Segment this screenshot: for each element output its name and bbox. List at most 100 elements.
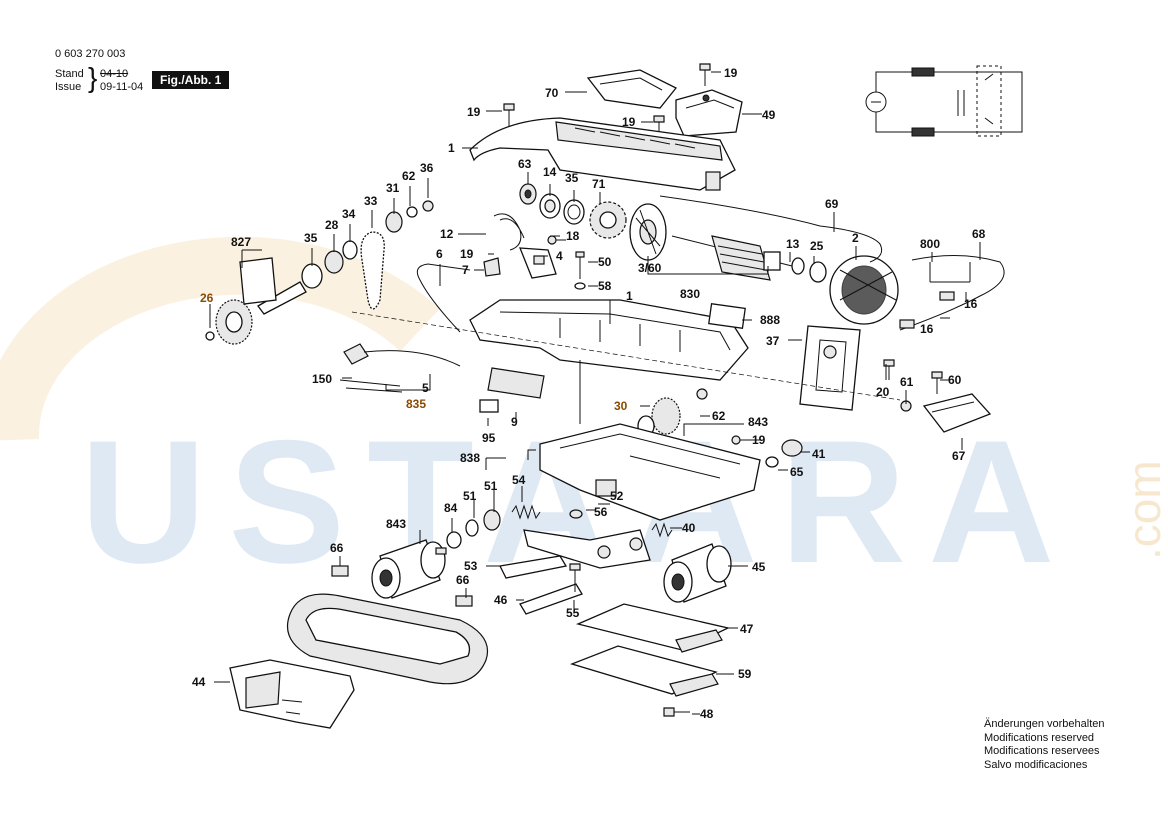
label-84: 84 bbox=[444, 501, 458, 515]
label-16b: 16 bbox=[920, 322, 934, 336]
screw-19-top bbox=[699, 63, 711, 86]
label-59: 59 bbox=[738, 667, 752, 681]
label-19a: 19 bbox=[724, 66, 738, 80]
label-61: 61 bbox=[900, 375, 914, 389]
note-en: Modifications reserved bbox=[984, 731, 1095, 744]
label-70: 70 bbox=[545, 86, 559, 100]
label-30: 30 bbox=[614, 399, 628, 413]
dust-box-44 bbox=[229, 659, 355, 729]
label-33: 33 bbox=[364, 194, 378, 208]
label-60: 60 bbox=[948, 373, 962, 387]
circuit-diagram-icon bbox=[865, 65, 1023, 137]
label-6: 6 bbox=[436, 247, 443, 261]
manual-827 bbox=[239, 257, 277, 305]
issue-label: Issue bbox=[55, 81, 82, 93]
screw-60 bbox=[931, 371, 943, 394]
label-45: 45 bbox=[752, 560, 766, 574]
bearing-28 bbox=[324, 250, 344, 274]
label-26: 26 bbox=[200, 291, 214, 305]
label-830: 830 bbox=[680, 287, 700, 301]
label-5: 5 bbox=[422, 381, 429, 395]
label-51a: 51 bbox=[463, 489, 477, 503]
label-2: 2 bbox=[852, 231, 859, 245]
gear-71 bbox=[589, 201, 627, 239]
figure-badge: Fig./Abb. 1 bbox=[152, 71, 230, 89]
pulley-31 bbox=[385, 211, 403, 233]
label-19d: 19 bbox=[460, 247, 474, 261]
gear-26 bbox=[205, 299, 253, 345]
washer-58 bbox=[574, 282, 586, 290]
label-41: 41 bbox=[812, 447, 826, 461]
knob-67 bbox=[922, 393, 992, 433]
label-20: 20 bbox=[876, 385, 890, 399]
label-56: 56 bbox=[594, 505, 608, 519]
label-35a: 35 bbox=[565, 171, 579, 185]
fan-3 bbox=[629, 203, 667, 261]
label-37: 37 bbox=[766, 334, 780, 348]
cable-69 bbox=[659, 195, 883, 263]
watermark-arc-icon bbox=[0, 236, 440, 441]
pad-66b bbox=[455, 595, 473, 607]
brushes-800 bbox=[899, 255, 1005, 331]
label-plate-9 bbox=[487, 367, 545, 399]
label-95: 95 bbox=[482, 431, 496, 445]
label-62a: 62 bbox=[402, 169, 416, 183]
label-66a: 66 bbox=[330, 541, 344, 555]
screw-19-left bbox=[503, 103, 515, 126]
knob-41 bbox=[781, 439, 803, 457]
note-fr: Modifications reservees bbox=[984, 745, 1100, 757]
label-28: 28 bbox=[325, 218, 339, 232]
washer-56 bbox=[569, 509, 583, 519]
cover-70 bbox=[586, 69, 678, 109]
bushing-51a bbox=[465, 519, 479, 537]
label-66b: 66 bbox=[456, 573, 470, 587]
label-51b: 51 bbox=[484, 479, 498, 493]
label-68: 68 bbox=[972, 227, 986, 241]
label-35b: 35 bbox=[304, 231, 318, 245]
label-48: 48 bbox=[700, 707, 714, 721]
label-13: 13 bbox=[786, 237, 800, 251]
label-1a: 1 bbox=[448, 141, 455, 155]
label-54: 54 bbox=[512, 473, 526, 487]
label-1b: 1 bbox=[626, 289, 633, 303]
toothed-belt-33 bbox=[360, 231, 385, 310]
washer-62 bbox=[406, 206, 418, 218]
label-150: 150 bbox=[312, 372, 332, 386]
label-838: 838 bbox=[460, 451, 480, 465]
label-19b: 19 bbox=[467, 105, 481, 119]
label-12: 12 bbox=[440, 227, 454, 241]
label-827: 827 bbox=[231, 235, 251, 249]
housing-top bbox=[469, 117, 736, 191]
bearing-34 bbox=[342, 240, 358, 260]
watermark: USTAARA .com bbox=[0, 236, 1168, 600]
housing-bottom bbox=[469, 299, 749, 381]
roller-843 bbox=[371, 539, 447, 599]
handle-37 bbox=[799, 325, 861, 411]
plate-59 bbox=[570, 645, 719, 697]
screw-18 bbox=[547, 235, 566, 245]
label-25: 25 bbox=[810, 239, 824, 253]
label-34: 34 bbox=[342, 207, 356, 221]
label-plate-95 bbox=[479, 399, 499, 413]
spring-40 bbox=[651, 522, 673, 538]
axle-46 bbox=[519, 563, 583, 615]
brace-icon: } bbox=[88, 62, 98, 93]
label-49: 49 bbox=[762, 108, 776, 122]
part-labels: 70 19 49 19 19 1 63 14 35 71 36 62 31 33… bbox=[192, 66, 986, 721]
screw-48 bbox=[663, 707, 690, 717]
label-62b: 62 bbox=[712, 409, 726, 423]
label-18: 18 bbox=[566, 229, 580, 243]
cover-49 bbox=[675, 89, 743, 137]
pad-66a bbox=[331, 565, 349, 577]
label-888: 888 bbox=[760, 313, 780, 327]
note-es: Salvo modificaciones bbox=[984, 758, 1088, 771]
washer-65 bbox=[765, 456, 779, 468]
label-14: 14 bbox=[543, 165, 557, 179]
label-4: 4 bbox=[556, 249, 563, 263]
label-36: 36 bbox=[420, 161, 434, 175]
watermark-suffix: .com bbox=[1118, 460, 1168, 560]
label-19e: 19 bbox=[752, 433, 766, 447]
shaft bbox=[257, 281, 307, 315]
